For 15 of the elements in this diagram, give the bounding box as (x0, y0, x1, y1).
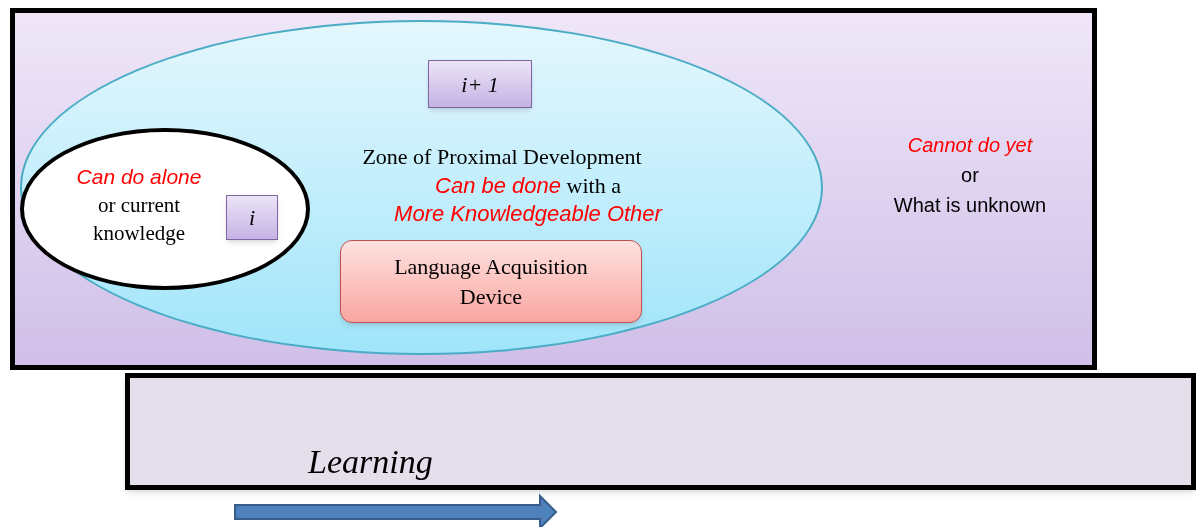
node-text: i (248, 204, 256, 232)
outer-panel (10, 8, 1097, 370)
node-text: Language Acquisition Device (393, 252, 589, 311)
node-text: or (960, 163, 980, 188)
node-text: Learning (308, 442, 433, 482)
device-box (340, 240, 642, 323)
node-text: What is unknown (892, 193, 1048, 218)
node-text: Zone of Proximal Development (361, 143, 643, 171)
node-text: i+ 1 (461, 70, 499, 99)
node-text: Can do alone or current knowledge (75, 164, 203, 247)
node-text: Can be done with a More Knowledgeable Other (393, 172, 664, 228)
learning-bar (125, 373, 1196, 490)
node-text: Cannot do yet (906, 133, 1034, 158)
level-box (226, 195, 278, 240)
level-box (428, 60, 532, 108)
